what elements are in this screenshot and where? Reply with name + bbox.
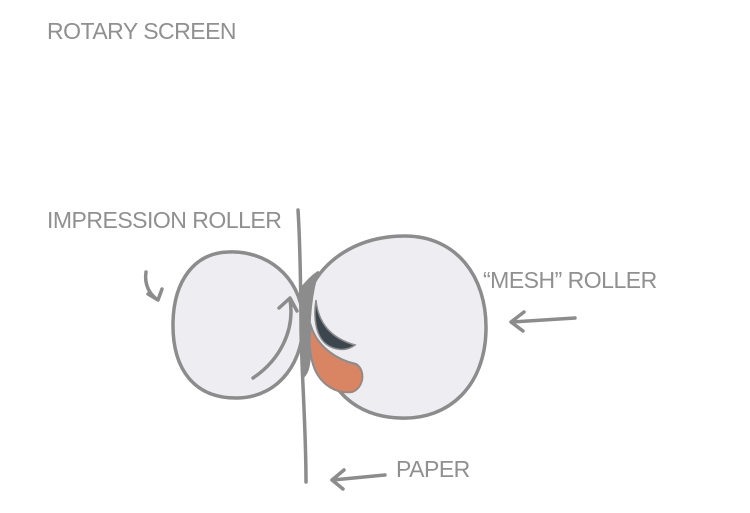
impression-roller-label: IMPRESSION ROLLER — [47, 207, 282, 233]
ink — [308, 322, 364, 394]
paper-line — [296, 208, 308, 484]
squeegee — [314, 299, 357, 351]
nip-ink-reservoir — [299, 271, 319, 379]
mesh-pointer-arrow-icon — [509, 310, 577, 333]
impression-roller — [171, 250, 305, 400]
impression-direction-arrow-icon — [143, 270, 164, 302]
mesh-roller-label: “MESH” ROLLER — [483, 267, 657, 293]
diagram-title: ROTARY SCREEN — [47, 18, 237, 44]
mesh-roller — [304, 234, 488, 420]
paper-label: PAPER — [396, 456, 470, 482]
rotation-arrow-icon — [251, 296, 299, 380]
paper-pointer-arrow-icon — [330, 468, 387, 491]
